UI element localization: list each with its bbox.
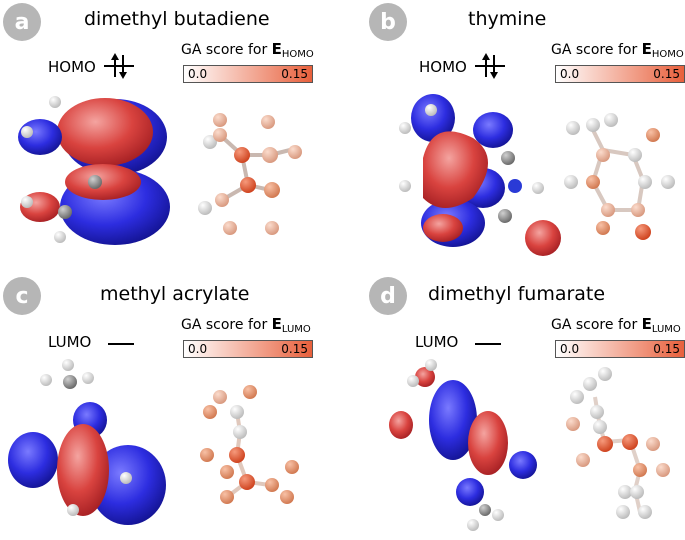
ga-score-title: GA score for ELUMO — [551, 315, 681, 335]
ga-score-title: GA score for EHOMO — [551, 40, 684, 60]
orbital-label: HOMO — [48, 58, 96, 76]
empty-orbital-icon — [108, 343, 134, 345]
colorbar-min: 0.0 — [188, 342, 208, 356]
panel-c: c methyl acrylate LUMO GA score for ELUM… — [0, 267, 342, 534]
colorbar-max: 0.15 — [281, 342, 308, 356]
empty-orbital-icon — [475, 343, 501, 345]
ga-score-molecule — [566, 367, 670, 519]
ga-score-molecule — [564, 113, 675, 240]
colorbar-max: 0.15 — [653, 67, 680, 81]
molecule-title: dimethyl butadiene — [84, 8, 270, 30]
electron-pair-icon — [104, 53, 134, 79]
molecule-title: dimethyl fumarate — [428, 283, 606, 305]
panel-badge: d — [369, 277, 407, 315]
orbital-isosurface — [8, 359, 166, 525]
colorbar-min: 0.0 — [188, 67, 208, 81]
ga-score-title: GA score for ELUMO — [181, 315, 311, 335]
orbital-label: LUMO — [48, 333, 92, 351]
panel-badge: c — [3, 277, 41, 315]
orbital-label: LUMO — [415, 333, 459, 351]
molecule-title: thymine — [468, 8, 547, 30]
colorbar-max: 0.15 — [281, 67, 308, 81]
panel-a: a dimethyl butadiene HOMO GA score for E… — [0, 0, 342, 267]
orbital-label: HOMO — [419, 58, 467, 76]
colorbar: 0.0 0.15 — [555, 340, 685, 358]
colorbar-min: 0.0 — [560, 67, 580, 81]
ga-score-molecule — [198, 113, 302, 235]
panel-badge: a — [3, 3, 41, 41]
panel-b: b thymine HOMO GA score for EHOMO 0.0 0.… — [343, 0, 685, 267]
orbital-isosurface — [399, 94, 561, 256]
colorbar: 0.0 0.15 — [555, 65, 685, 83]
panel-badge: b — [369, 3, 407, 41]
electron-pair-icon — [475, 53, 505, 79]
ga-score-molecule — [200, 385, 299, 504]
panel-d: d dimethyl fumarate LUMO GA score for EL… — [343, 267, 685, 534]
ga-score-title: GA score for EHOMO — [181, 40, 314, 60]
colorbar: 0.0 0.15 — [183, 340, 313, 358]
molecule-title: methyl acrylate — [100, 283, 250, 305]
orbital-isosurface — [389, 359, 537, 531]
colorbar: 0.0 0.15 — [183, 65, 313, 83]
colorbar-min: 0.0 — [560, 342, 580, 356]
orbital-isosurface — [18, 96, 170, 245]
colorbar-max: 0.15 — [653, 342, 680, 356]
